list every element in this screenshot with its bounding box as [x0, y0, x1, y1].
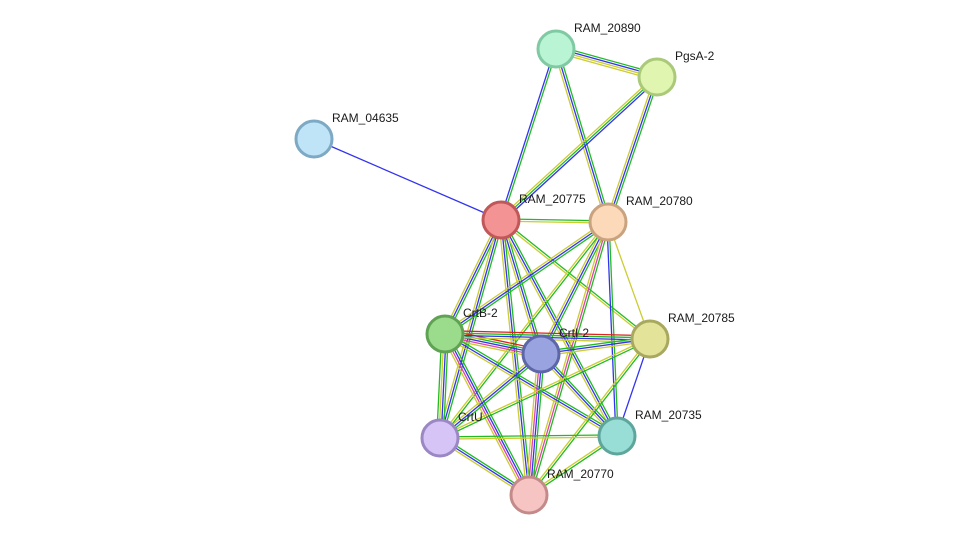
edge-RAM_20780-RAM_20785	[607, 221, 651, 340]
edge-evidence-line	[608, 221, 619, 436]
node-label-CrtU: CrtU	[458, 410, 483, 424]
edge-RAM_20775-RAM_20735	[498, 218, 620, 438]
edge-evidence-line	[440, 339, 651, 440]
edge-evidence-line	[437, 219, 500, 438]
edge-evidence-line	[445, 331, 619, 435]
edge-RAM_20890-RAM_20775	[499, 48, 558, 221]
edge-evidence-line	[555, 48, 609, 223]
edge-evidence-line	[502, 219, 532, 495]
edge-RAM_20890-RAM_20780	[553, 48, 611, 223]
edge-evidence-line	[527, 353, 541, 495]
edge-evidence-line	[605, 76, 656, 222]
edge-evidence-line	[444, 219, 502, 335]
edge-evidence-line	[439, 219, 502, 439]
edge-evidence-line	[439, 337, 650, 438]
edge-evidence-line	[525, 353, 539, 495]
node-RAM_20890[interactable]: RAM_20890	[536, 21, 641, 69]
node-label-PgsA-2: PgsA-2	[675, 49, 715, 63]
edge-evidence-line	[538, 220, 607, 354]
edge-RAM_20785-CrtU	[439, 337, 651, 440]
edge-evidence-line	[498, 220, 528, 496]
node-label-CrtI-2: CrtI-2	[559, 326, 589, 340]
edge-CrtI-2-CrtU	[438, 351, 543, 441]
node-CrtI-2[interactable]: CrtI-2	[521, 326, 589, 374]
edge-evidence-line	[498, 220, 616, 438]
edge-RAM_20780-CrtB-2	[443, 219, 610, 337]
edge-evidence-line	[529, 354, 543, 496]
edge-evidence-line	[438, 351, 541, 437]
edge-evidence-line	[445, 330, 651, 337]
edge-evidence-line	[607, 221, 651, 340]
edge-evidence-line	[609, 77, 660, 223]
edge-evidence-line	[502, 218, 620, 436]
node-PgsA-2[interactable]: PgsA-2	[637, 49, 715, 97]
edge-evidence-line	[606, 222, 617, 437]
edge-evidence-line	[527, 337, 650, 495]
edge-evidence-line	[553, 49, 607, 223]
edge-CrtU-RAM_20735	[439, 434, 618, 440]
edge-evidence-line	[438, 220, 608, 438]
edge-evidence-line	[439, 434, 617, 438]
node-RAM_20780[interactable]: RAM_20780	[588, 194, 693, 242]
node-label-RAM_20890: RAM_20890	[574, 21, 641, 35]
edge-evidence-line	[557, 48, 611, 222]
edges-layer	[313, 45, 660, 498]
edge-evidence-line	[499, 48, 556, 220]
edge-RAM_20780-CrtU	[438, 220, 610, 440]
edge-evidence-line	[500, 219, 542, 355]
node-CrtB-2[interactable]: CrtB-2	[425, 306, 498, 354]
node-RAM_20785[interactable]: RAM_20785	[630, 311, 735, 359]
nodes-layer: RAM_20890 PgsA-2 RAM_04635 RAM_20775 RAM…	[294, 21, 735, 515]
edge-RAM_20780-RAM_20735	[606, 221, 619, 437]
edge-evidence-line	[530, 222, 611, 496]
edge-evidence-line	[500, 219, 530, 496]
edge-evidence-line	[443, 219, 608, 333]
edge-evidence-line	[531, 354, 545, 496]
edge-evidence-line	[499, 220, 650, 341]
node-label-RAM_20735: RAM_20735	[635, 408, 702, 422]
edge-RAM_20775-RAM_20770	[498, 219, 532, 496]
edge-PgsA-2-RAM_20775	[499, 74, 659, 223]
edge-evidence-line	[440, 436, 618, 440]
edge-PgsA-2-RAM_20780	[605, 76, 660, 223]
edge-evidence-line	[528, 221, 609, 496]
node-RAM_20735[interactable]: RAM_20735	[597, 408, 702, 456]
edge-evidence-line	[540, 221, 609, 355]
node-RAM_04635[interactable]: RAM_04635	[294, 111, 399, 159]
edge-evidence-line	[441, 220, 504, 439]
edge-evidence-line	[439, 353, 542, 439]
edge-evidence-line	[440, 355, 543, 441]
edge-evidence-line	[440, 222, 610, 440]
edge-evidence-line	[442, 218, 500, 334]
edge-evidence-line	[502, 78, 659, 223]
edge-evidence-line	[500, 219, 618, 437]
edge-RAM_04635-RAM_20775	[313, 138, 502, 221]
edge-CrtI-2-RAM_20770	[525, 353, 545, 496]
edge-evidence-line	[445, 332, 651, 339]
edge-evidence-line	[313, 138, 502, 221]
edge-evidence-line	[526, 221, 607, 495]
edge-evidence-line	[529, 339, 652, 497]
node-label-RAM_20770: RAM_20770	[547, 467, 614, 481]
node-label-CrtB-2: CrtB-2	[463, 306, 498, 320]
node-label-RAM_04635: RAM_04635	[332, 111, 399, 125]
edge-evidence-line	[499, 74, 656, 219]
edge-evidence-line	[500, 76, 658, 221]
edge-RAM_20780-RAM_20770	[526, 221, 611, 496]
edge-RAM_20785-RAM_20770	[527, 337, 652, 497]
edge-evidence-line	[445, 223, 610, 337]
edge-evidence-line	[444, 333, 618, 437]
edge-RAM_20775-CrtU	[437, 219, 504, 439]
node-RAM_20770[interactable]: RAM_20770	[509, 467, 614, 515]
node-label-RAM_20780: RAM_20780	[626, 194, 693, 208]
node-RAM_20775[interactable]: RAM_20775	[481, 192, 586, 240]
edge-evidence-line	[501, 49, 558, 221]
node-label-RAM_20785: RAM_20785	[668, 311, 735, 325]
edge-evidence-line	[444, 221, 609, 335]
edge-evidence-line	[607, 76, 658, 223]
node-CrtU[interactable]: CrtU	[420, 410, 483, 458]
node-label-RAM_20775: RAM_20775	[519, 192, 586, 206]
